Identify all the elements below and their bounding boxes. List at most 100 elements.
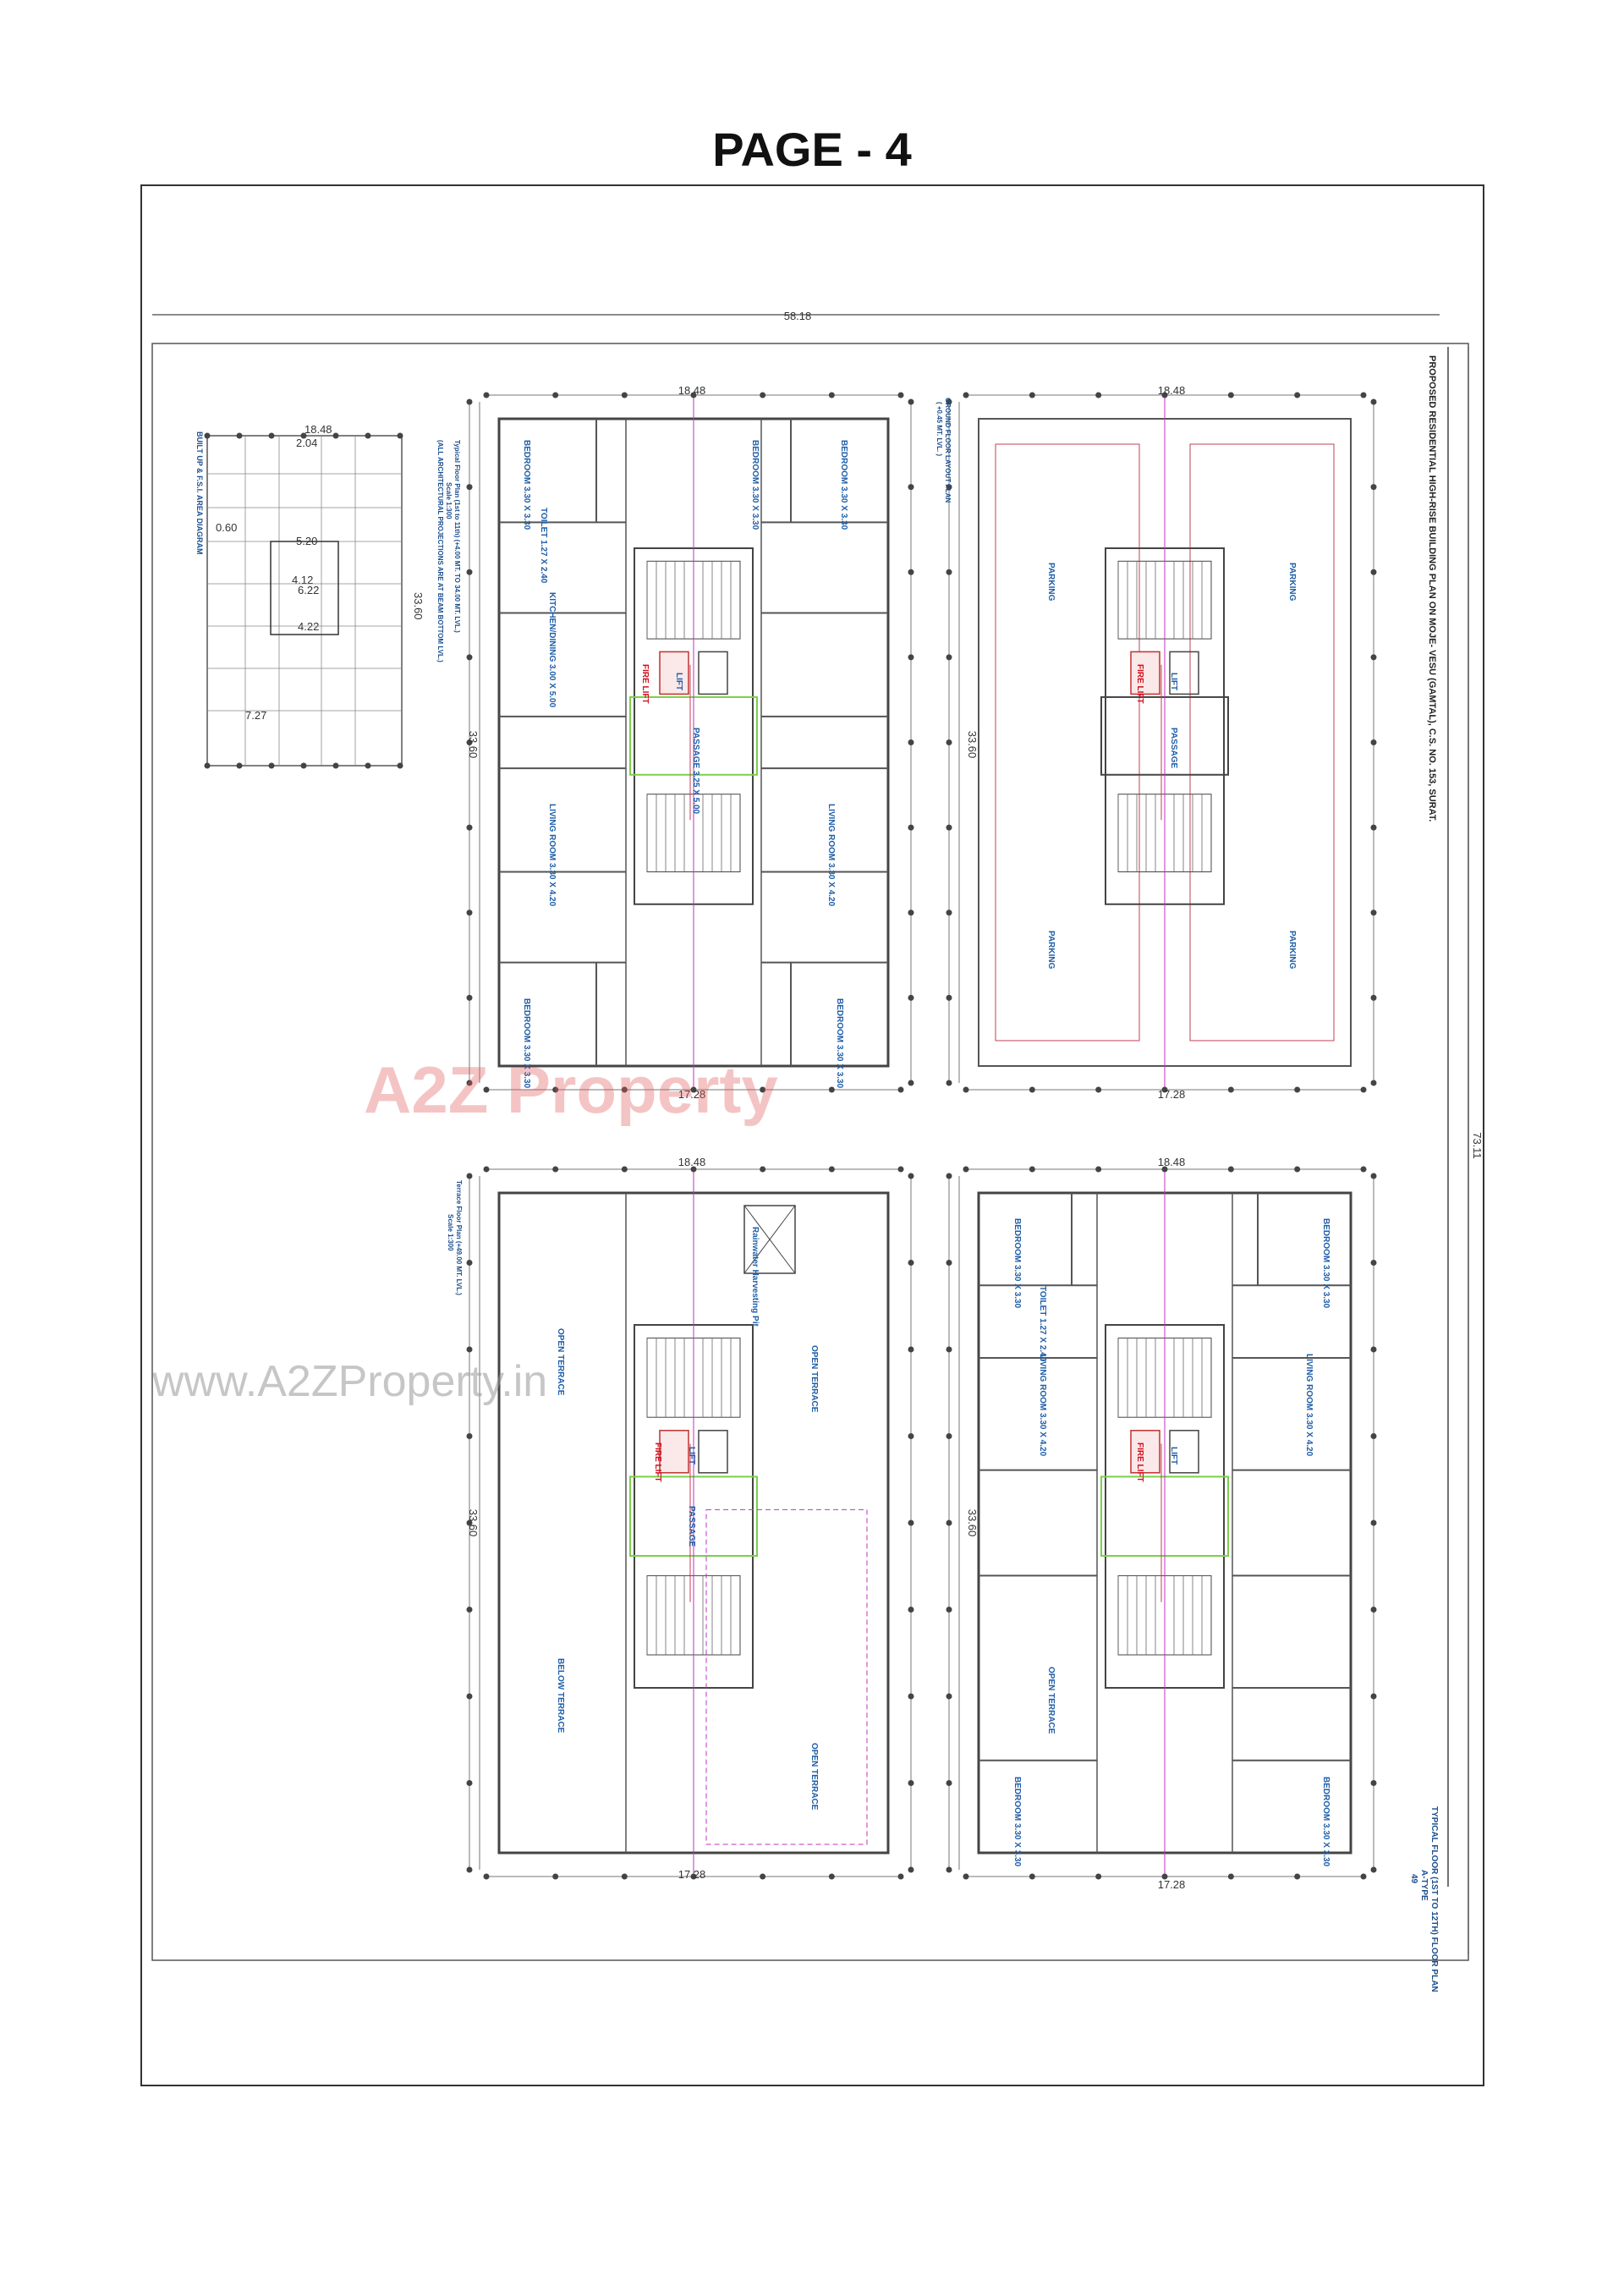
- terrace-floor-plan: [466, 1166, 914, 1880]
- lift-label: LIFT: [1169, 673, 1178, 690]
- column-marker: [963, 1166, 969, 1173]
- column-marker: [1029, 1166, 1035, 1173]
- column-marker: [1161, 392, 1168, 398]
- column-marker: [332, 762, 339, 769]
- outer-border: [140, 184, 1484, 2086]
- room-label: LIVING ROOM 3.30 X 4.20: [1304, 1354, 1314, 1457]
- column-marker: [1370, 569, 1377, 575]
- fire-lift-shaft: [659, 1430, 689, 1474]
- room-label: PARKING: [1046, 563, 1056, 602]
- column-marker: [1360, 1166, 1367, 1173]
- dim-label: 18.48: [1158, 384, 1186, 397]
- column-marker: [1161, 1166, 1168, 1173]
- column-marker: [466, 824, 473, 831]
- column-marker: [552, 1166, 559, 1173]
- plan-title: TYPICAL FLOOR (1ST TO 12TH) FLOOR PLAN: [1429, 1806, 1439, 1992]
- column-marker: [621, 1166, 628, 1173]
- a2z-watermark-logo: A2Z Property: [364, 1052, 778, 1127]
- column-marker: [1095, 1166, 1102, 1173]
- column-marker: [946, 739, 952, 745]
- fire-lift-shaft: [1130, 1430, 1160, 1474]
- watermark-logo-text: A2Z Property: [364, 1052, 778, 1127]
- column-marker: [466, 1080, 473, 1086]
- column-marker: [466, 398, 473, 405]
- room-label: TOILET 1.27 X 2.40: [1038, 1286, 1047, 1362]
- column-marker: [963, 1873, 969, 1880]
- column-marker: [483, 1166, 490, 1173]
- column-marker: [1370, 909, 1377, 916]
- column-marker: [332, 432, 339, 439]
- dim-label: 33.60: [966, 1509, 979, 1537]
- column-marker: [908, 1433, 914, 1439]
- room-label: TOILET 1.27 X 2.40: [539, 508, 548, 584]
- column-marker: [690, 1166, 697, 1173]
- room-label: OPEN TERRACE: [1046, 1667, 1056, 1734]
- column-marker: [946, 909, 952, 916]
- plan-type: A-TYPE: [1419, 1870, 1429, 1901]
- room-label: PARKING: [1287, 563, 1297, 602]
- column-marker: [908, 1693, 914, 1700]
- typical-floor-plan-b: [466, 392, 914, 1093]
- key-plan-dim: 4.22: [298, 620, 319, 633]
- column-marker: [946, 398, 952, 405]
- column-marker: [1294, 1086, 1301, 1093]
- column-marker: [1095, 392, 1102, 398]
- column-marker: [1370, 994, 1377, 1001]
- column-marker: [1370, 1433, 1377, 1439]
- dim-label: 17.28: [678, 1088, 706, 1101]
- room-label: PARKING: [1046, 931, 1056, 970]
- room-label: BEDROOM 3.30 X 3.30: [1321, 1777, 1330, 1867]
- column-marker: [466, 1866, 473, 1873]
- room-label: BEDROOM 3.30 X 3.30: [835, 998, 844, 1089]
- column-marker: [1227, 1873, 1234, 1880]
- column-marker: [946, 1260, 952, 1266]
- column-marker: [908, 824, 914, 831]
- column-marker: [897, 1086, 904, 1093]
- column-marker: [268, 432, 275, 439]
- plan-title: GROUND FLOOR LAYOUT PLAN: [944, 398, 952, 503]
- column-marker: [946, 1173, 952, 1179]
- column-marker: [963, 392, 969, 398]
- column-marker: [908, 484, 914, 491]
- column-marker: [908, 1080, 914, 1086]
- column-marker: [466, 1173, 473, 1179]
- key-plan-dim: 0.60: [216, 521, 237, 534]
- dim-label: 17.28: [1158, 1088, 1186, 1101]
- column-marker: [1227, 1086, 1234, 1093]
- column-marker: [946, 1607, 952, 1613]
- column-marker: [760, 392, 766, 398]
- room-label: OPEN TERRACE: [809, 1743, 819, 1811]
- key-plan-dim: 33.60: [412, 592, 425, 620]
- lift-shaft: [698, 651, 728, 695]
- fire-lift-shaft: [1130, 651, 1160, 695]
- column-marker: [946, 1346, 952, 1353]
- column-marker: [946, 994, 952, 1001]
- column-marker: [552, 1086, 559, 1093]
- column-marker: [1370, 1519, 1377, 1526]
- plan-scale: Scale 1:300: [445, 482, 453, 519]
- dim-label: 18.48: [678, 384, 706, 397]
- column-marker: [946, 569, 952, 575]
- key-plan-title: BUILT UP & F.S.I. AREA DIAGRAM: [195, 431, 204, 555]
- plan-level: ( +0.45 MT. LVL. ): [935, 402, 943, 456]
- room-label: BEDROOM 3.30 X 3.30: [1321, 1218, 1330, 1309]
- column-marker: [908, 398, 914, 405]
- dim-label: 33.60: [966, 731, 979, 759]
- column-marker: [236, 432, 243, 439]
- column-marker: [1095, 1086, 1102, 1093]
- room-label: PARKING: [1287, 931, 1297, 970]
- column-marker: [268, 762, 275, 769]
- column-marker: [908, 1780, 914, 1786]
- room-label: BEDROOM 3.30 X 3.30: [1012, 1777, 1022, 1867]
- column-marker: [1360, 392, 1367, 398]
- column-marker: [760, 1166, 766, 1173]
- dim-label: 33.60: [467, 731, 480, 759]
- plan-note: (ALL ARCHITECTURAL PROJECTIONS ARE AT BE…: [436, 440, 444, 662]
- key-plan: BUILT UP & F.S.I. AREA DIAGRAM 18.48 2.0…: [195, 423, 425, 769]
- column-marker: [908, 1866, 914, 1873]
- column-marker: [1029, 1873, 1035, 1880]
- column-marker: [483, 1086, 490, 1093]
- key-plan-dim: 7.27: [245, 709, 266, 722]
- column-marker: [1360, 1086, 1367, 1093]
